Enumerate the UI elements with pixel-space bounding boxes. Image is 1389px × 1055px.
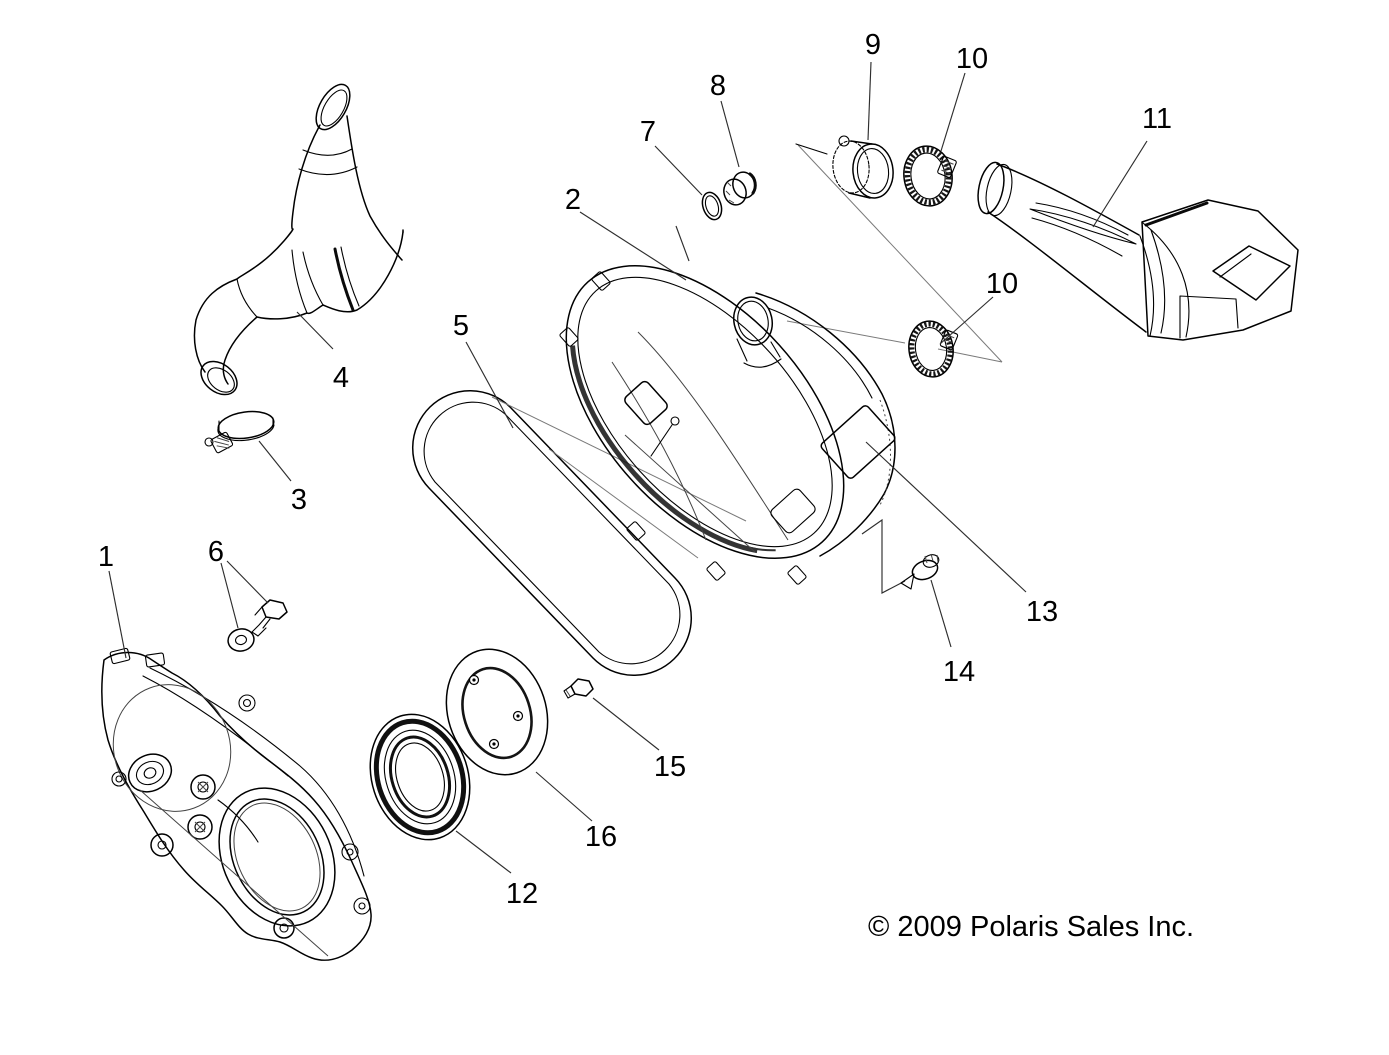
air-intake-duct	[977, 161, 1299, 341]
callout-labels: 1 2 3 4 5 6 7 8 9 10 11 10 13 14 15 16 1…	[98, 29, 1172, 910]
callout-5: 5	[453, 310, 469, 342]
duct-sleeve	[795, 135, 894, 199]
callout-9: 9	[865, 29, 881, 61]
drive-belt	[411, 390, 693, 676]
cover-rim-tabs	[559, 271, 807, 585]
outer-clutch-cover	[101, 647, 372, 961]
callout-13: 13	[1026, 596, 1058, 628]
callout-7: 7	[640, 116, 656, 148]
bolt-and-washer	[227, 599, 288, 652]
clutch-duct-tube	[193, 83, 404, 396]
hose-clamp-upper	[903, 145, 957, 207]
inner-clutch-cover	[559, 264, 896, 585]
callout-15: 15	[654, 751, 686, 783]
breather-plug	[723, 171, 757, 206]
callout-14: 14	[943, 656, 975, 688]
callout-8: 8	[710, 70, 726, 102]
callout-2: 2	[565, 184, 581, 216]
copyright-text: © 2009 Polaris Sales Inc.	[868, 911, 1194, 943]
hose-clamp-lower	[908, 320, 959, 378]
callout-6: 6	[208, 536, 224, 568]
retainer-plate	[445, 648, 549, 776]
callout-16: 16	[585, 821, 617, 853]
leader-lines	[108, 61, 1148, 874]
callout-3: 3	[291, 484, 307, 516]
callout-10-lower: 10	[986, 268, 1018, 300]
seal-ring	[369, 713, 471, 841]
cover-bosses	[111, 694, 371, 939]
callout-10-upper: 10	[956, 43, 988, 75]
flange-bolt	[563, 678, 594, 699]
o-ring	[701, 191, 723, 221]
callout-12: 12	[506, 878, 538, 910]
callout-11: 11	[1142, 103, 1172, 135]
callout-4: 4	[333, 362, 349, 394]
hose-clamp-lower-duct	[204, 410, 275, 454]
cover-screw	[861, 518, 940, 594]
callout-1: 1	[98, 541, 114, 573]
